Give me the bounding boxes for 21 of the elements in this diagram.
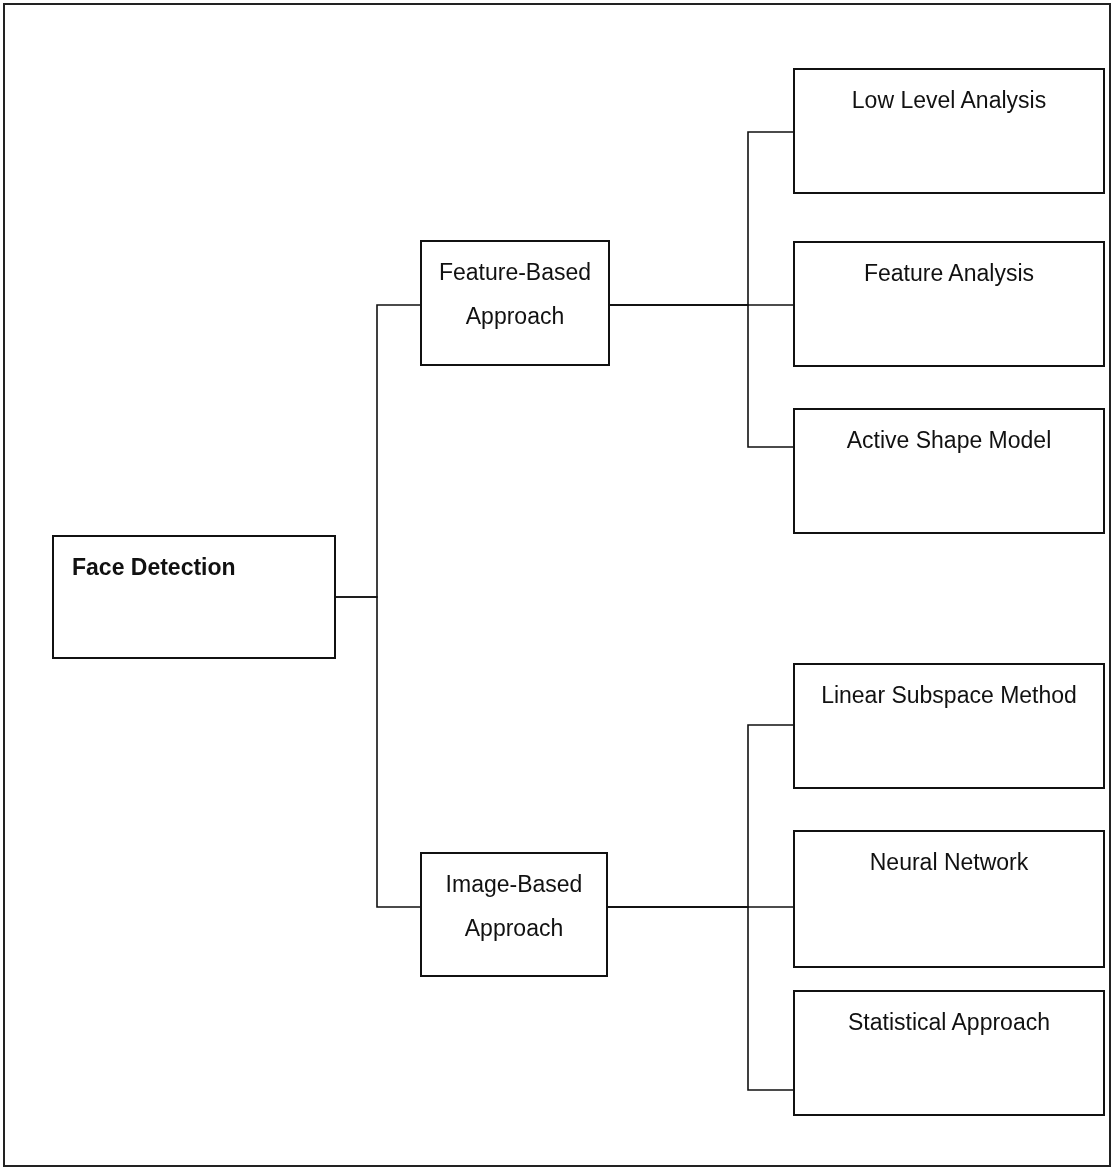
box-label: Neural Network (868, 848, 1030, 877)
process-box (793, 830, 1105, 968)
connector-line (609, 304, 794, 448)
connector-line (607, 906, 794, 1091)
box-label: Feature Analysis (863, 259, 1035, 288)
process-box (793, 408, 1105, 534)
process-box (793, 241, 1105, 367)
connector-line (335, 596, 421, 908)
box-label: Image-Based Approach (444, 870, 584, 943)
box-label: Face Detection (72, 553, 237, 582)
process-box (793, 990, 1105, 1116)
box-label: Low Level Analysis (850, 86, 1048, 115)
process-box (793, 68, 1105, 194)
box-label: Active Shape Model (845, 426, 1053, 455)
box-label: Feature-Based Approach (437, 258, 593, 331)
process-box (793, 663, 1105, 789)
process-box (420, 240, 610, 366)
box-label: Statistical Approach (847, 1008, 1051, 1037)
process-box (52, 535, 336, 659)
box-label: Linear Subspace Method (820, 681, 1078, 710)
process-box (420, 852, 608, 977)
